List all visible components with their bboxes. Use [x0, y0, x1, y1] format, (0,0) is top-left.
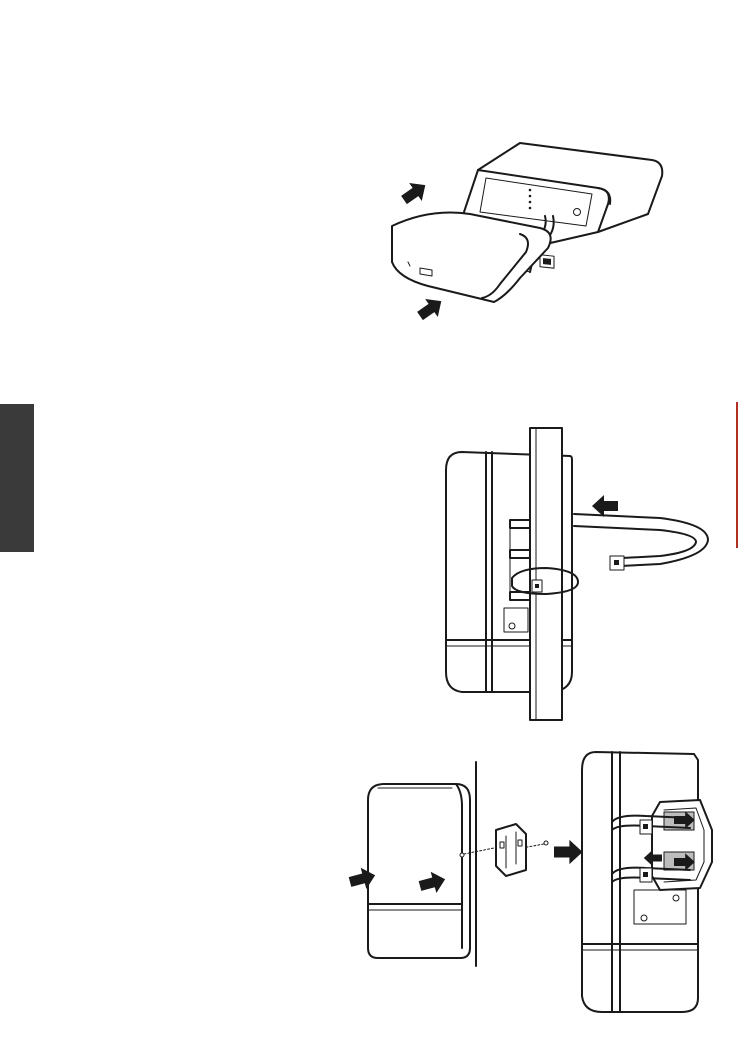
figure-wall-mount [347, 752, 712, 1012]
mounting-bracket-icon [496, 824, 526, 876]
figure-cover-removal [392, 143, 662, 325]
figure-pole-mount [446, 428, 708, 720]
device-front-icon [368, 784, 470, 958]
push-arrow-icon [592, 495, 618, 517]
device-side-icon [582, 752, 712, 1012]
cover-panel-icon [392, 213, 551, 303]
pole-icon [530, 428, 562, 720]
